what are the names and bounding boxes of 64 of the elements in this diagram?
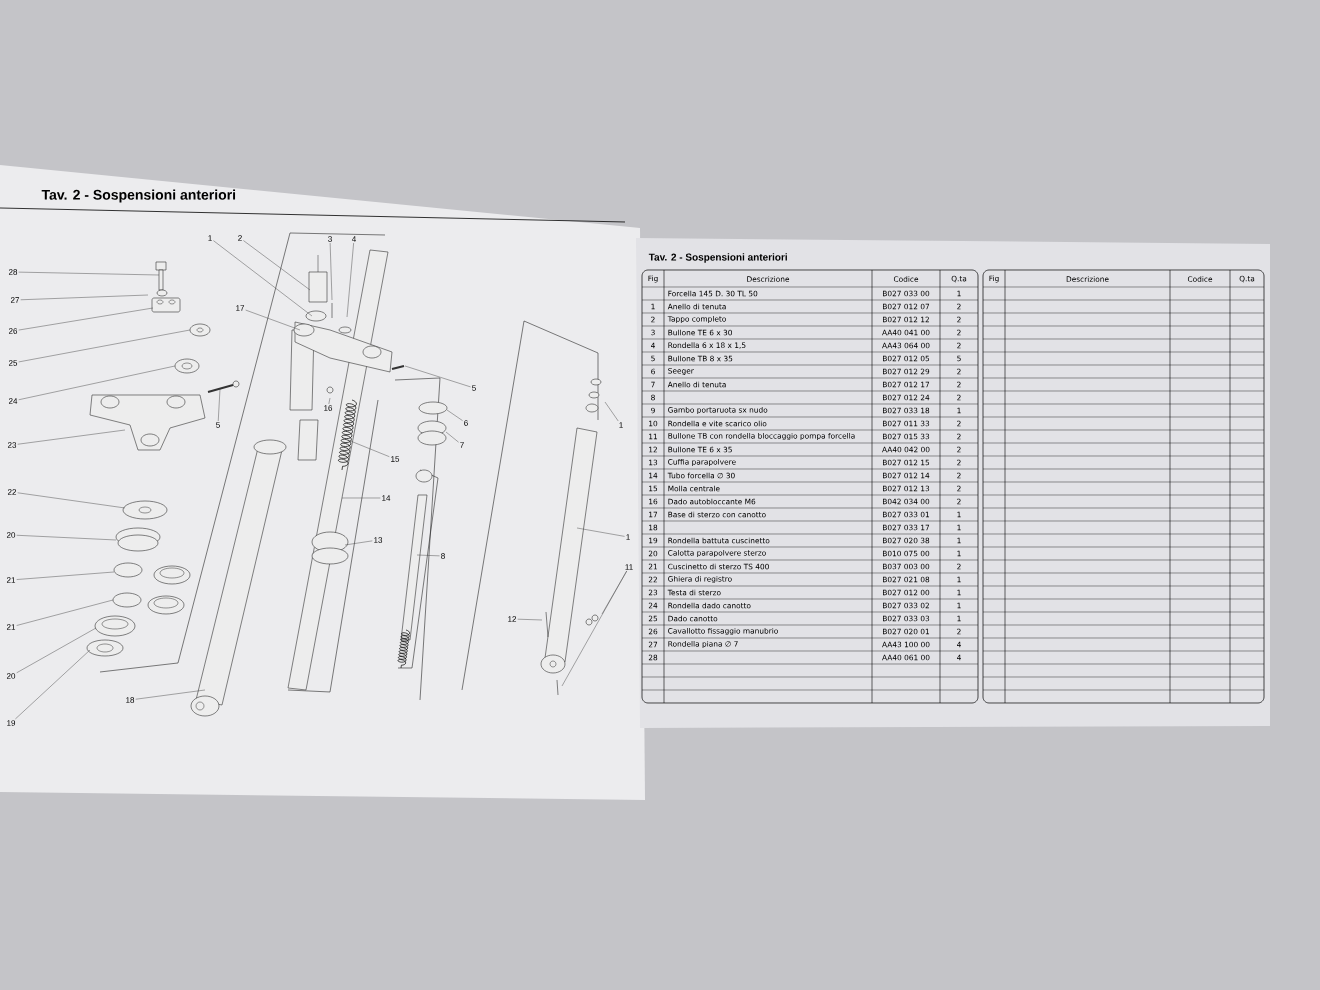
leader-line [346, 242, 354, 318]
leader-line [18, 271, 160, 276]
leader-line [18, 307, 154, 331]
callout-number: 28 [8, 269, 18, 275]
callout-number: 13 [374, 537, 383, 543]
callout-number: 18 [126, 697, 135, 703]
leader-line [328, 397, 331, 405]
callout-number: 5 [472, 385, 476, 391]
callout-number: 14 [382, 495, 391, 501]
callout-number: 21 [6, 624, 16, 630]
callout-number: 4 [351, 236, 356, 242]
leader-line [245, 309, 301, 331]
page-title: Tav. 2 - Sospensioni anteriori [41, 189, 236, 203]
leader-line [344, 540, 373, 546]
leader-line [213, 240, 313, 317]
callout-number: 20 [6, 673, 16, 679]
callout-number: 1 [619, 422, 623, 428]
leader-line [576, 527, 625, 537]
callout-number: 6 [464, 420, 468, 426]
leader-line [15, 649, 91, 720]
table-heading: Tav. 2 - Sospensioni anteriori [648, 253, 787, 263]
leader-line [17, 429, 126, 445]
leader-line [604, 401, 619, 422]
callout-number: 16 [324, 405, 333, 411]
callout-number: 24 [8, 398, 18, 404]
callout-number: 8 [441, 553, 445, 559]
callout-number: 1 [208, 235, 212, 241]
leader-line [347, 439, 390, 457]
leader-line [445, 431, 459, 443]
callout-number: 5 [216, 422, 220, 428]
leader-line [416, 554, 440, 557]
callout-number: 19 [7, 720, 16, 726]
leader-line [517, 618, 543, 621]
leader-line [243, 240, 311, 291]
callout-number: 2 [238, 235, 242, 241]
leader-line [16, 571, 115, 580]
callout-number: 15 [391, 456, 400, 462]
leader-line [18, 365, 176, 400]
leader-line [16, 599, 114, 626]
callout-number: 22 [7, 489, 17, 495]
leader-line [341, 497, 381, 499]
leader-line [218, 388, 221, 422]
callout-number: 3 [328, 236, 332, 242]
callout-number: 26 [8, 328, 18, 334]
leader-line [17, 492, 126, 509]
leader-line [446, 409, 463, 421]
leader-line [16, 535, 117, 541]
leader-line [135, 689, 206, 700]
callout-number: 25 [8, 360, 18, 366]
leader-line [16, 627, 97, 674]
callout-number: 1 [626, 534, 630, 540]
callout-number: 20 [6, 532, 16, 538]
leader-line [20, 294, 149, 300]
callout-number: 23 [7, 442, 17, 448]
callout-number: 12 [508, 616, 517, 622]
leader-line [329, 242, 333, 301]
callout-number: 11 [625, 564, 633, 570]
leader-line [18, 329, 191, 363]
callout-number: 17 [236, 305, 245, 311]
callout-number: 27 [10, 297, 20, 303]
callout-number: 21 [6, 577, 16, 583]
leader-line [404, 365, 471, 388]
callout-number: 7 [460, 442, 464, 448]
leader-line [561, 570, 627, 687]
